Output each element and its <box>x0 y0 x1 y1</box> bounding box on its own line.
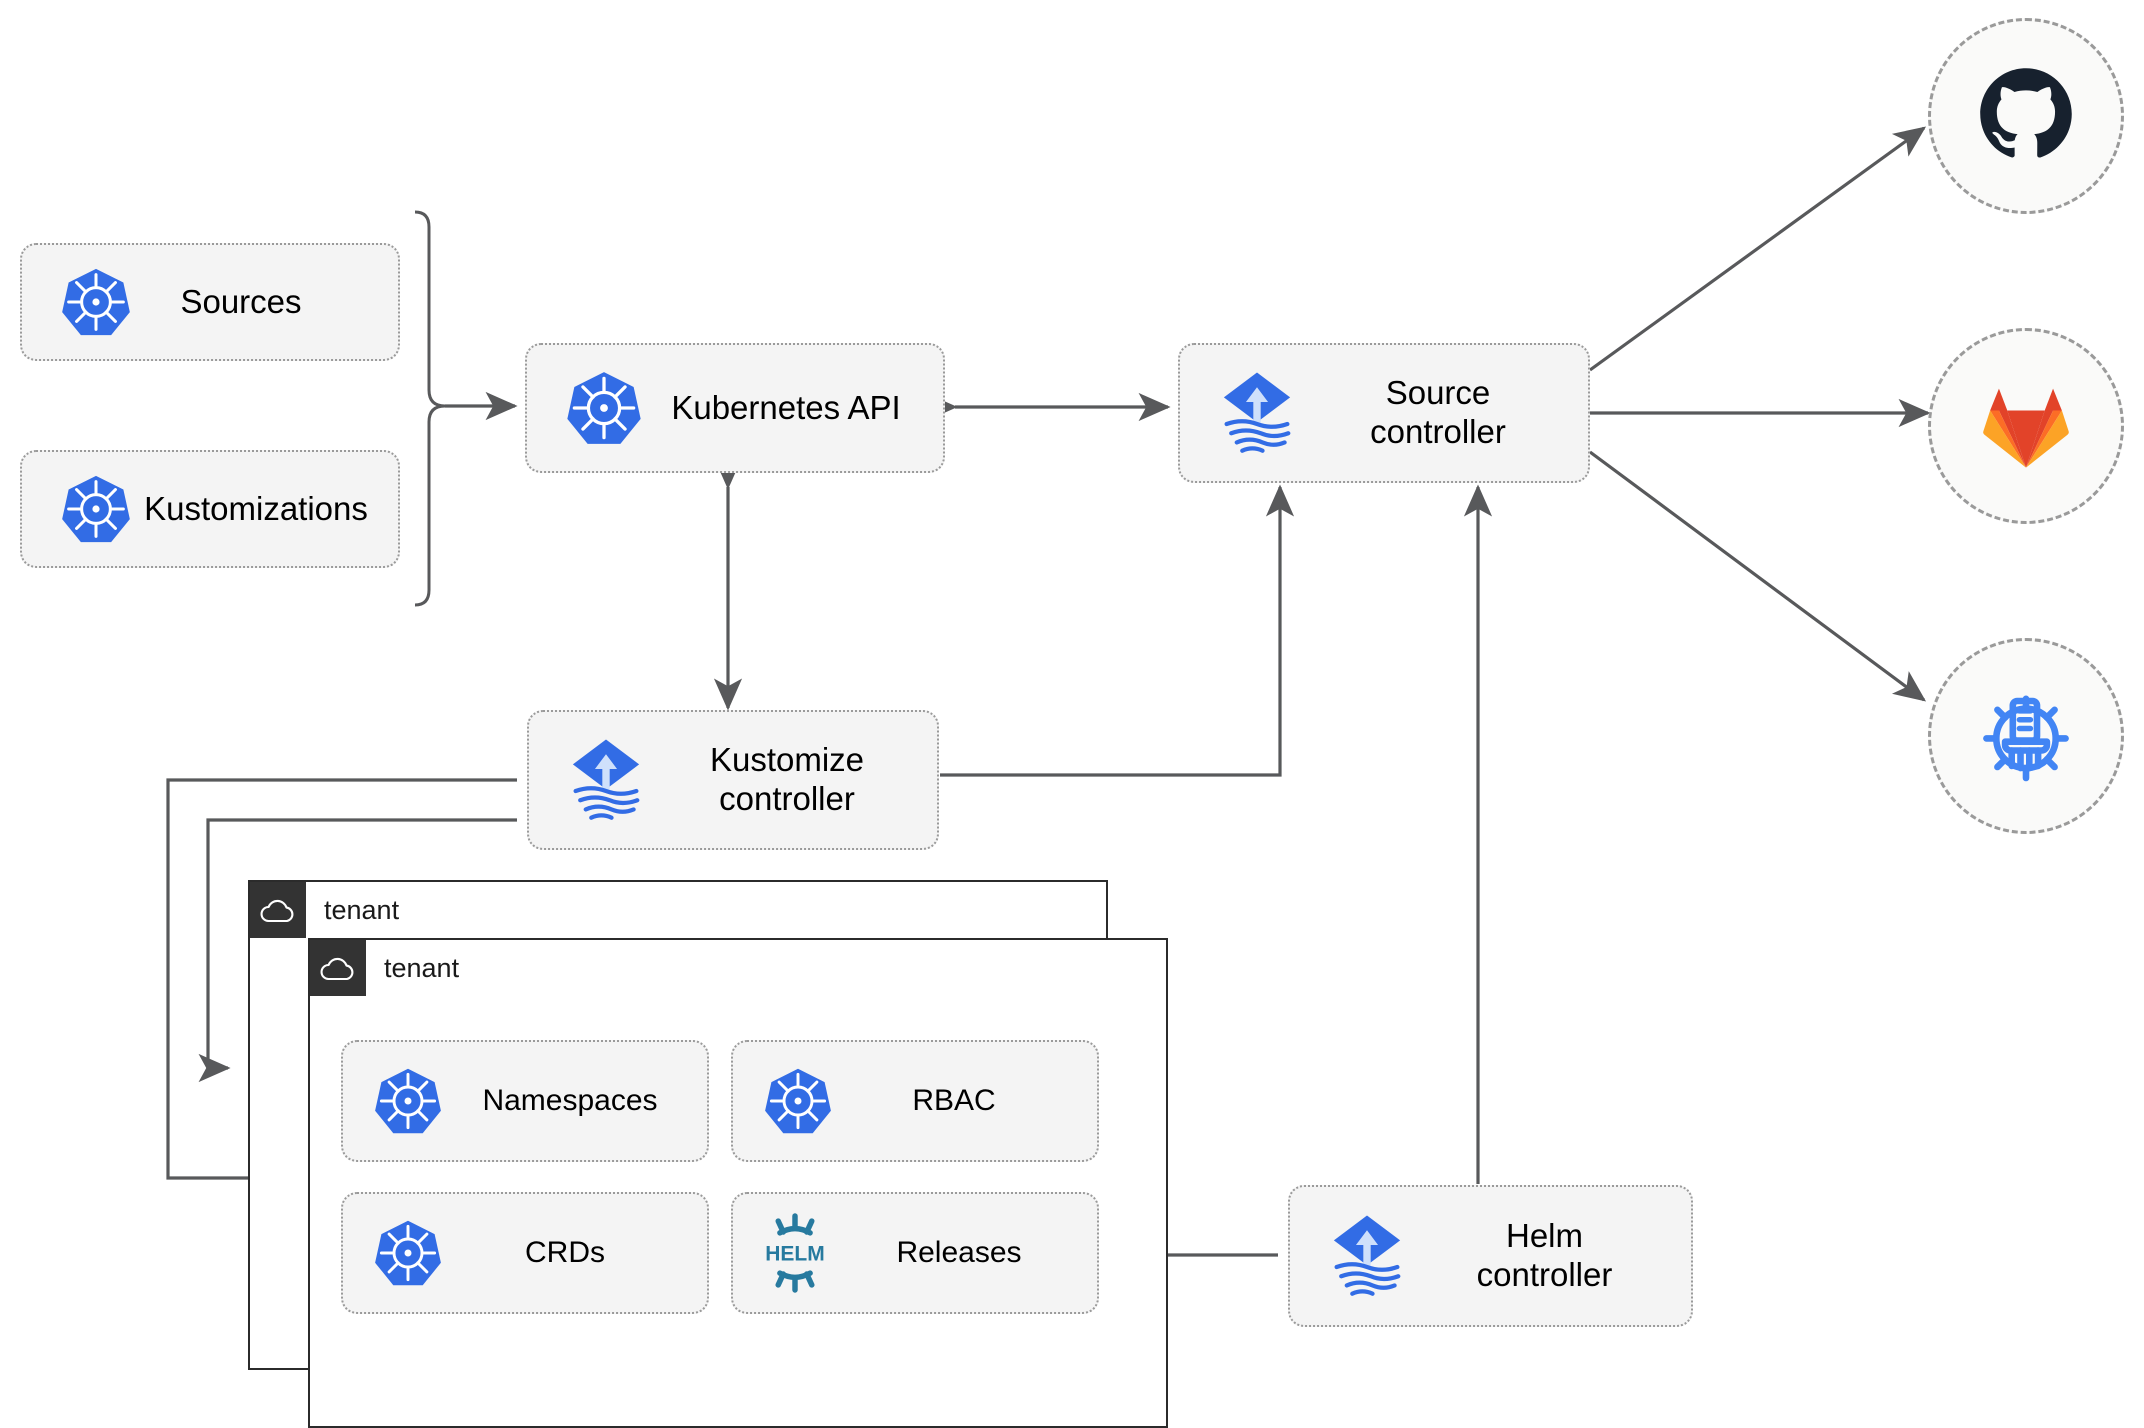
helm-repository-icon <box>1971 679 2081 794</box>
provider-github[interactable] <box>1928 18 2124 214</box>
flux-icon <box>1312 1210 1422 1302</box>
kubernetes-icon <box>755 1066 841 1136</box>
kubernetes-icon <box>365 1218 451 1288</box>
kubernetes-icon <box>50 473 142 545</box>
tenant-container-front: tenant Namespaces <box>308 938 1168 1428</box>
svg-text:HELM: HELM <box>765 1243 825 1266</box>
github-icon <box>1974 62 2078 171</box>
provider-helm-repository[interactable] <box>1928 638 2124 834</box>
node-rbac[interactable]: RBAC <box>731 1040 1099 1162</box>
tenant-label: tenant <box>384 952 460 983</box>
node-releases[interactable]: HELM Releases <box>731 1192 1099 1314</box>
node-label: Releases <box>896 1236 1022 1270</box>
node-label: CRDs <box>525 1236 605 1270</box>
node-source-controller[interactable]: Source controller <box>1178 343 1590 483</box>
tenant-titlebar: tenant <box>310 940 459 996</box>
node-label: RBAC <box>912 1084 996 1118</box>
node-crds[interactable]: CRDs <box>341 1192 709 1314</box>
tenant-label: tenant <box>324 894 400 925</box>
cloud-icon <box>250 882 306 938</box>
kubernetes-icon <box>555 369 653 447</box>
node-namespaces[interactable]: Namespaces <box>341 1040 709 1162</box>
node-sources[interactable]: Sources <box>20 243 400 361</box>
provider-gitlab[interactable] <box>1928 328 2124 524</box>
node-kustomize-controller[interactable]: Kustomize controller <box>527 710 939 850</box>
node-kustomizations[interactable]: Kustomizations <box>20 450 400 568</box>
node-label: Sources <box>180 282 302 320</box>
tenant-titlebar: tenant <box>250 882 399 938</box>
flux-icon <box>1202 367 1312 459</box>
node-label: Source controller <box>1370 374 1506 450</box>
node-label: Namespaces <box>482 1084 658 1118</box>
node-label: Kubernetes API <box>671 388 901 426</box>
flux-icon <box>551 734 661 826</box>
helm-icon: HELM <box>747 1211 843 1295</box>
kubernetes-icon <box>365 1066 451 1136</box>
node-label: Kustomizations <box>144 489 368 527</box>
gitlab-icon <box>1974 372 2078 481</box>
cloud-icon <box>310 940 366 996</box>
node-label: Helm controller <box>1476 1217 1613 1293</box>
node-helm-controller[interactable]: Helm controller <box>1288 1185 1693 1327</box>
node-label: Kustomize controller <box>709 741 865 817</box>
node-kubernetes-api[interactable]: Kubernetes API <box>525 343 945 473</box>
kubernetes-icon <box>50 266 142 338</box>
